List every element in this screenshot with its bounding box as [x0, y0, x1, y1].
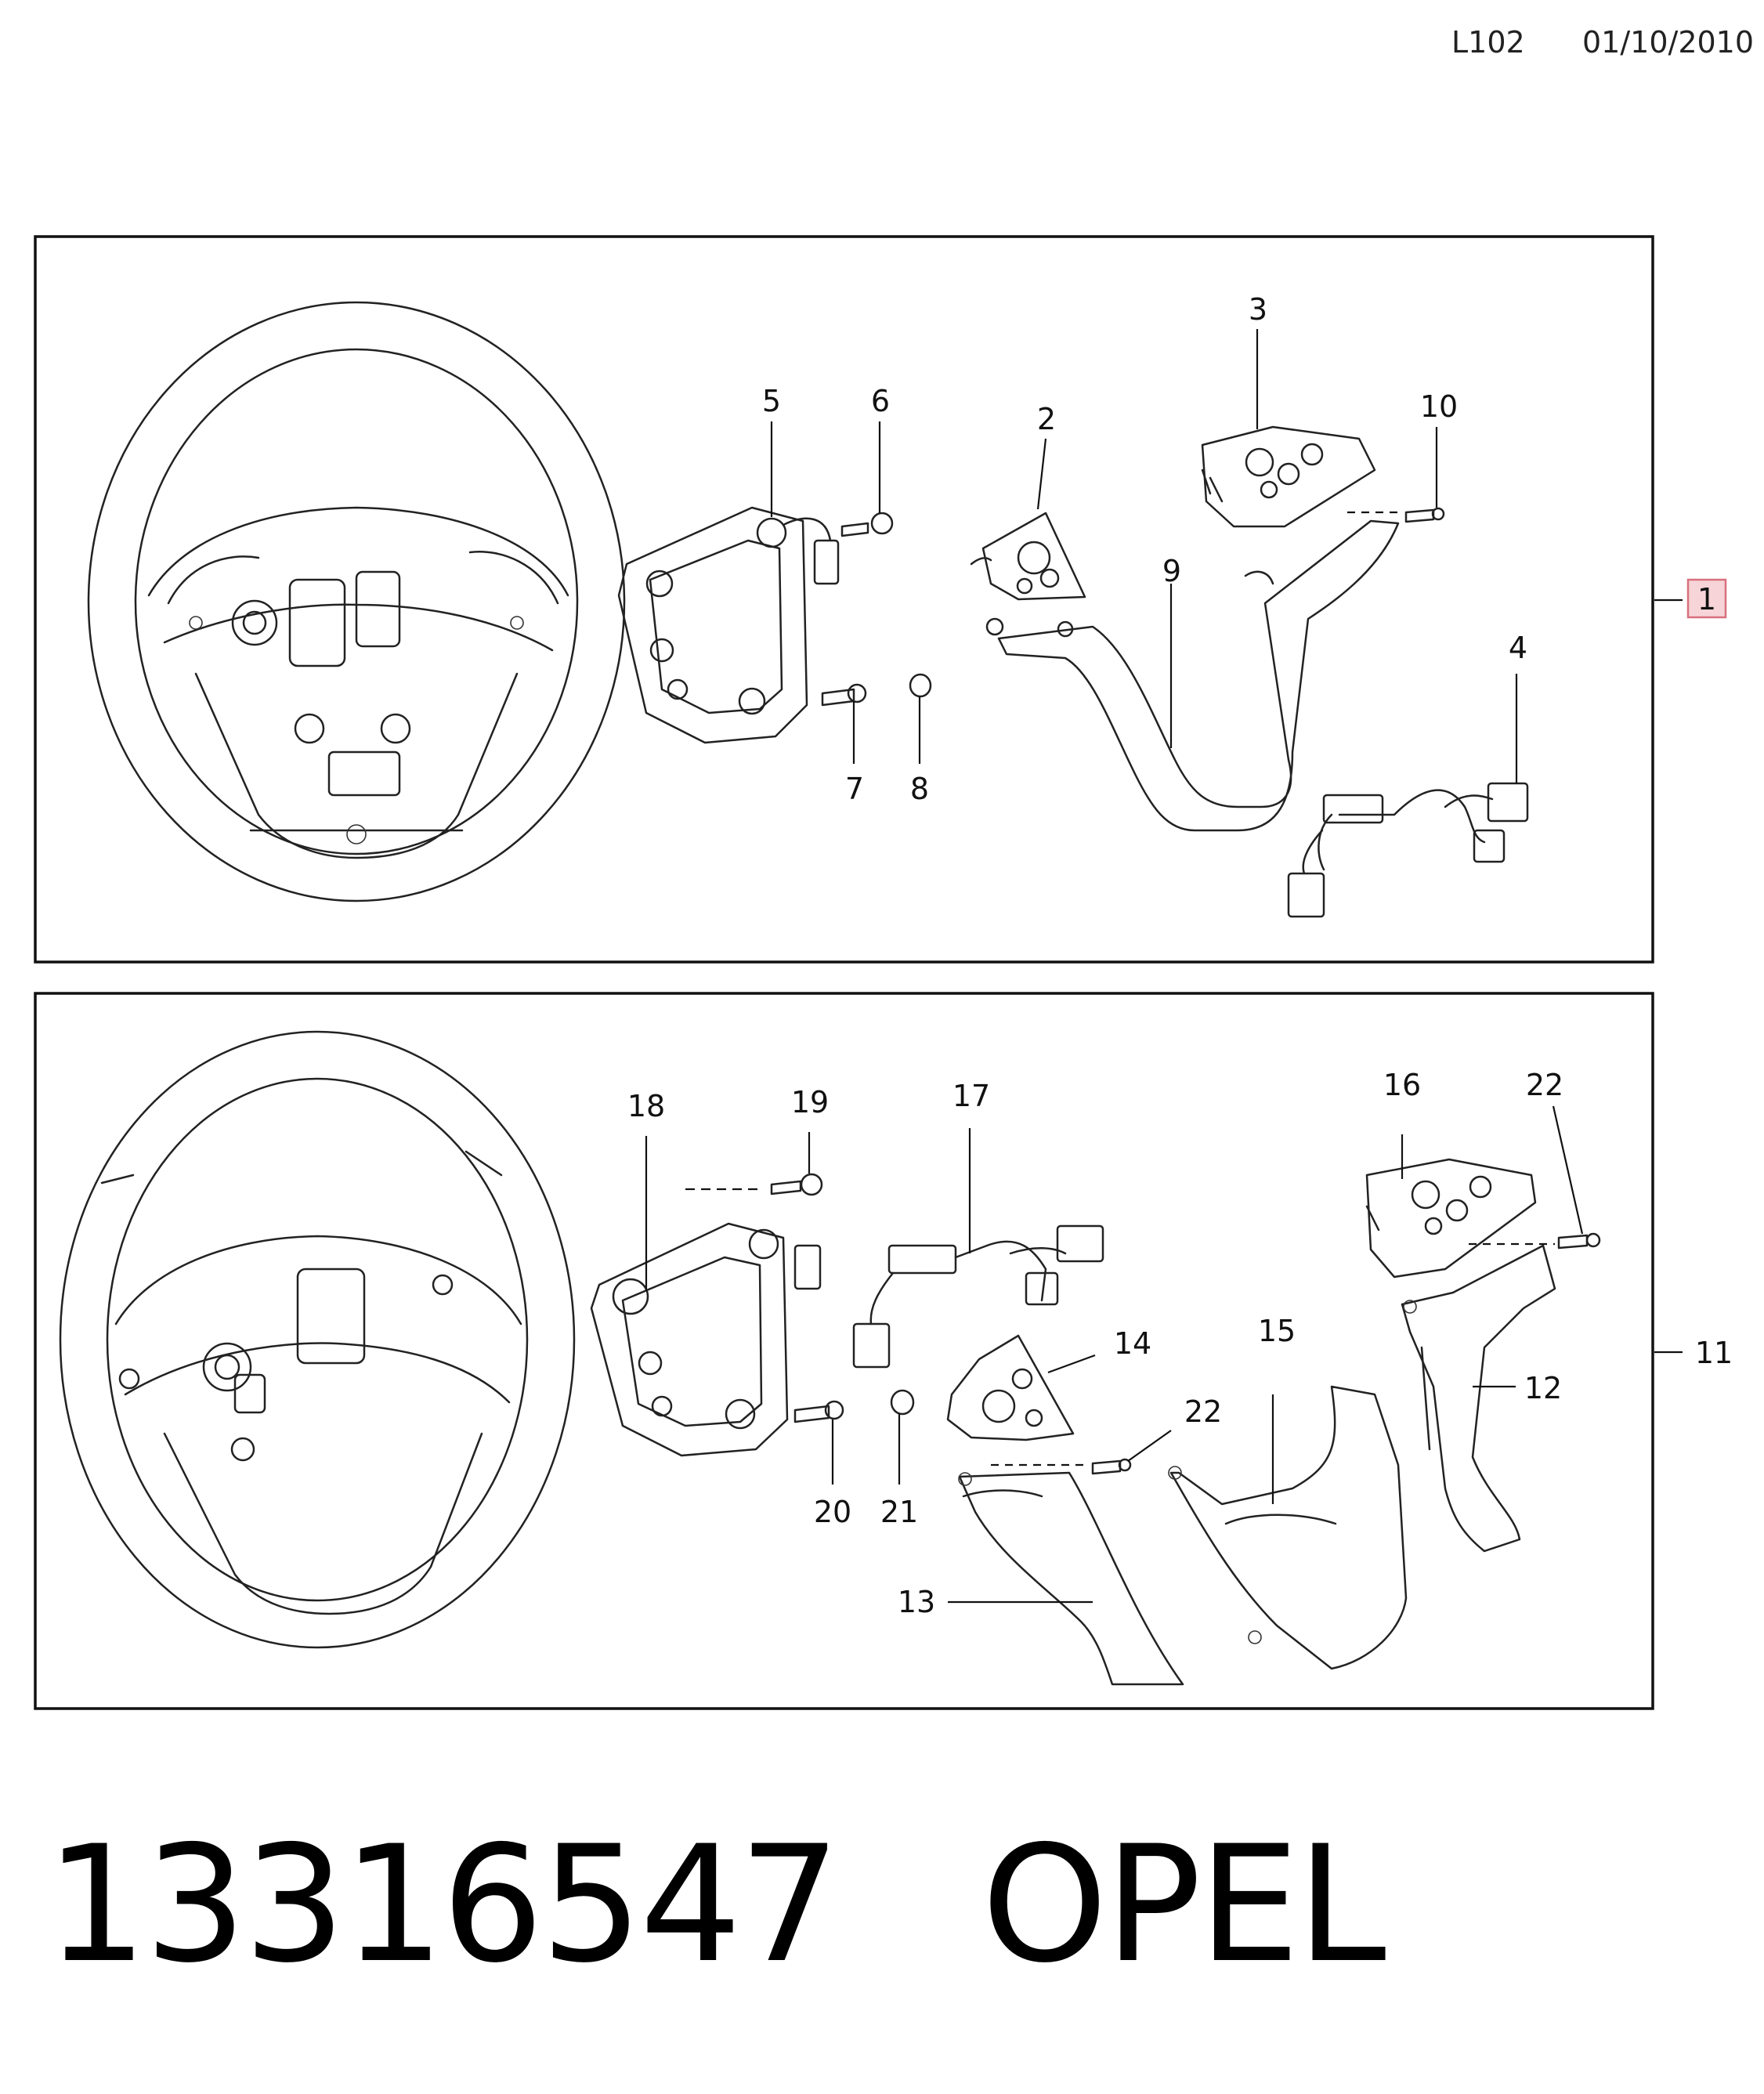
nut-21 — [890, 1389, 915, 1416]
steering-wheel-1 — [87, 301, 626, 902]
callout-10[interactable]: 10 — [1420, 389, 1458, 424]
trim-cover-12 — [1401, 1244, 1556, 1553]
callout-4[interactable]: 4 — [1509, 631, 1527, 665]
panel-assembly-1 — [34, 235, 1654, 964]
screw-22-left — [991, 1458, 1132, 1475]
callout-20[interactable]: 20 — [814, 1495, 851, 1529]
trim-cover-15 — [1168, 1385, 1408, 1670]
screw-22-right — [1469, 1232, 1601, 1250]
callout-14[interactable]: 14 — [1114, 1326, 1151, 1361]
panel-assembly-11 — [34, 992, 1654, 1710]
callout-11[interactable]: 11 — [1695, 1336, 1733, 1370]
screw-7 — [821, 683, 867, 707]
switch-bracket-5 — [617, 506, 840, 744]
callout-18[interactable]: 18 — [627, 1089, 665, 1123]
callout-22-right[interactable]: 22 — [1526, 1068, 1563, 1102]
callout-3[interactable]: 3 — [1249, 292, 1267, 327]
callout-2[interactable]: 2 — [1037, 402, 1056, 436]
callout-5[interactable]: 5 — [762, 384, 781, 418]
callout-8[interactable]: 8 — [910, 772, 929, 806]
brand-name: OPEL — [981, 1812, 1386, 1998]
leader-lines-bottom — [645, 1105, 1683, 1604]
callout-16[interactable]: 16 — [1383, 1068, 1421, 1102]
wiring-harness-17 — [852, 1224, 1104, 1369]
trim-cover-13 — [958, 1471, 1184, 1686]
part-number: 13316547 — [45, 1812, 840, 1998]
footer-title: 13316547 OPEL — [45, 1825, 1386, 1986]
wiring-harness-4 — [1287, 782, 1529, 918]
callout-labels: 1 2 3 4 5 6 7 8 9 10 11 12 13 14 15 16 1… — [627, 292, 1733, 1619]
callout-6[interactable]: 6 — [871, 384, 890, 418]
steering-wheel-11 — [59, 1030, 576, 1649]
trim-cover-9 — [985, 519, 1400, 832]
switch-left-2 — [970, 512, 1086, 601]
switch-bracket-18 — [590, 1222, 822, 1457]
leader-lines-top — [770, 329, 1683, 783]
screw-6 — [840, 512, 894, 537]
switch-left-14 — [946, 1334, 1075, 1441]
callout-17[interactable]: 17 — [952, 1079, 990, 1113]
callout-22-left[interactable]: 22 — [1184, 1394, 1222, 1429]
diagram-code: L102 — [1451, 25, 1525, 60]
callout-12[interactable]: 12 — [1524, 1371, 1562, 1405]
callout-15[interactable]: 15 — [1258, 1314, 1296, 1348]
callout-13[interactable]: 13 — [898, 1585, 935, 1619]
callout-9[interactable]: 9 — [1162, 554, 1181, 588]
screw-20 — [793, 1400, 844, 1423]
nut-8 — [909, 673, 932, 698]
callout-1[interactable]: 1 — [1697, 582, 1716, 617]
callout-19[interactable]: 19 — [791, 1085, 829, 1119]
callout-7[interactable]: 7 — [845, 772, 864, 806]
switch-right-3 — [1201, 425, 1376, 528]
callout-21[interactable]: 21 — [880, 1495, 918, 1529]
callout-1-highlight — [1686, 578, 1727, 619]
screw-10 — [1347, 507, 1445, 523]
switch-right-16 — [1365, 1158, 1537, 1278]
diagram-date: 01/10/2010 — [1582, 25, 1755, 60]
screw-19 — [685, 1173, 823, 1196]
